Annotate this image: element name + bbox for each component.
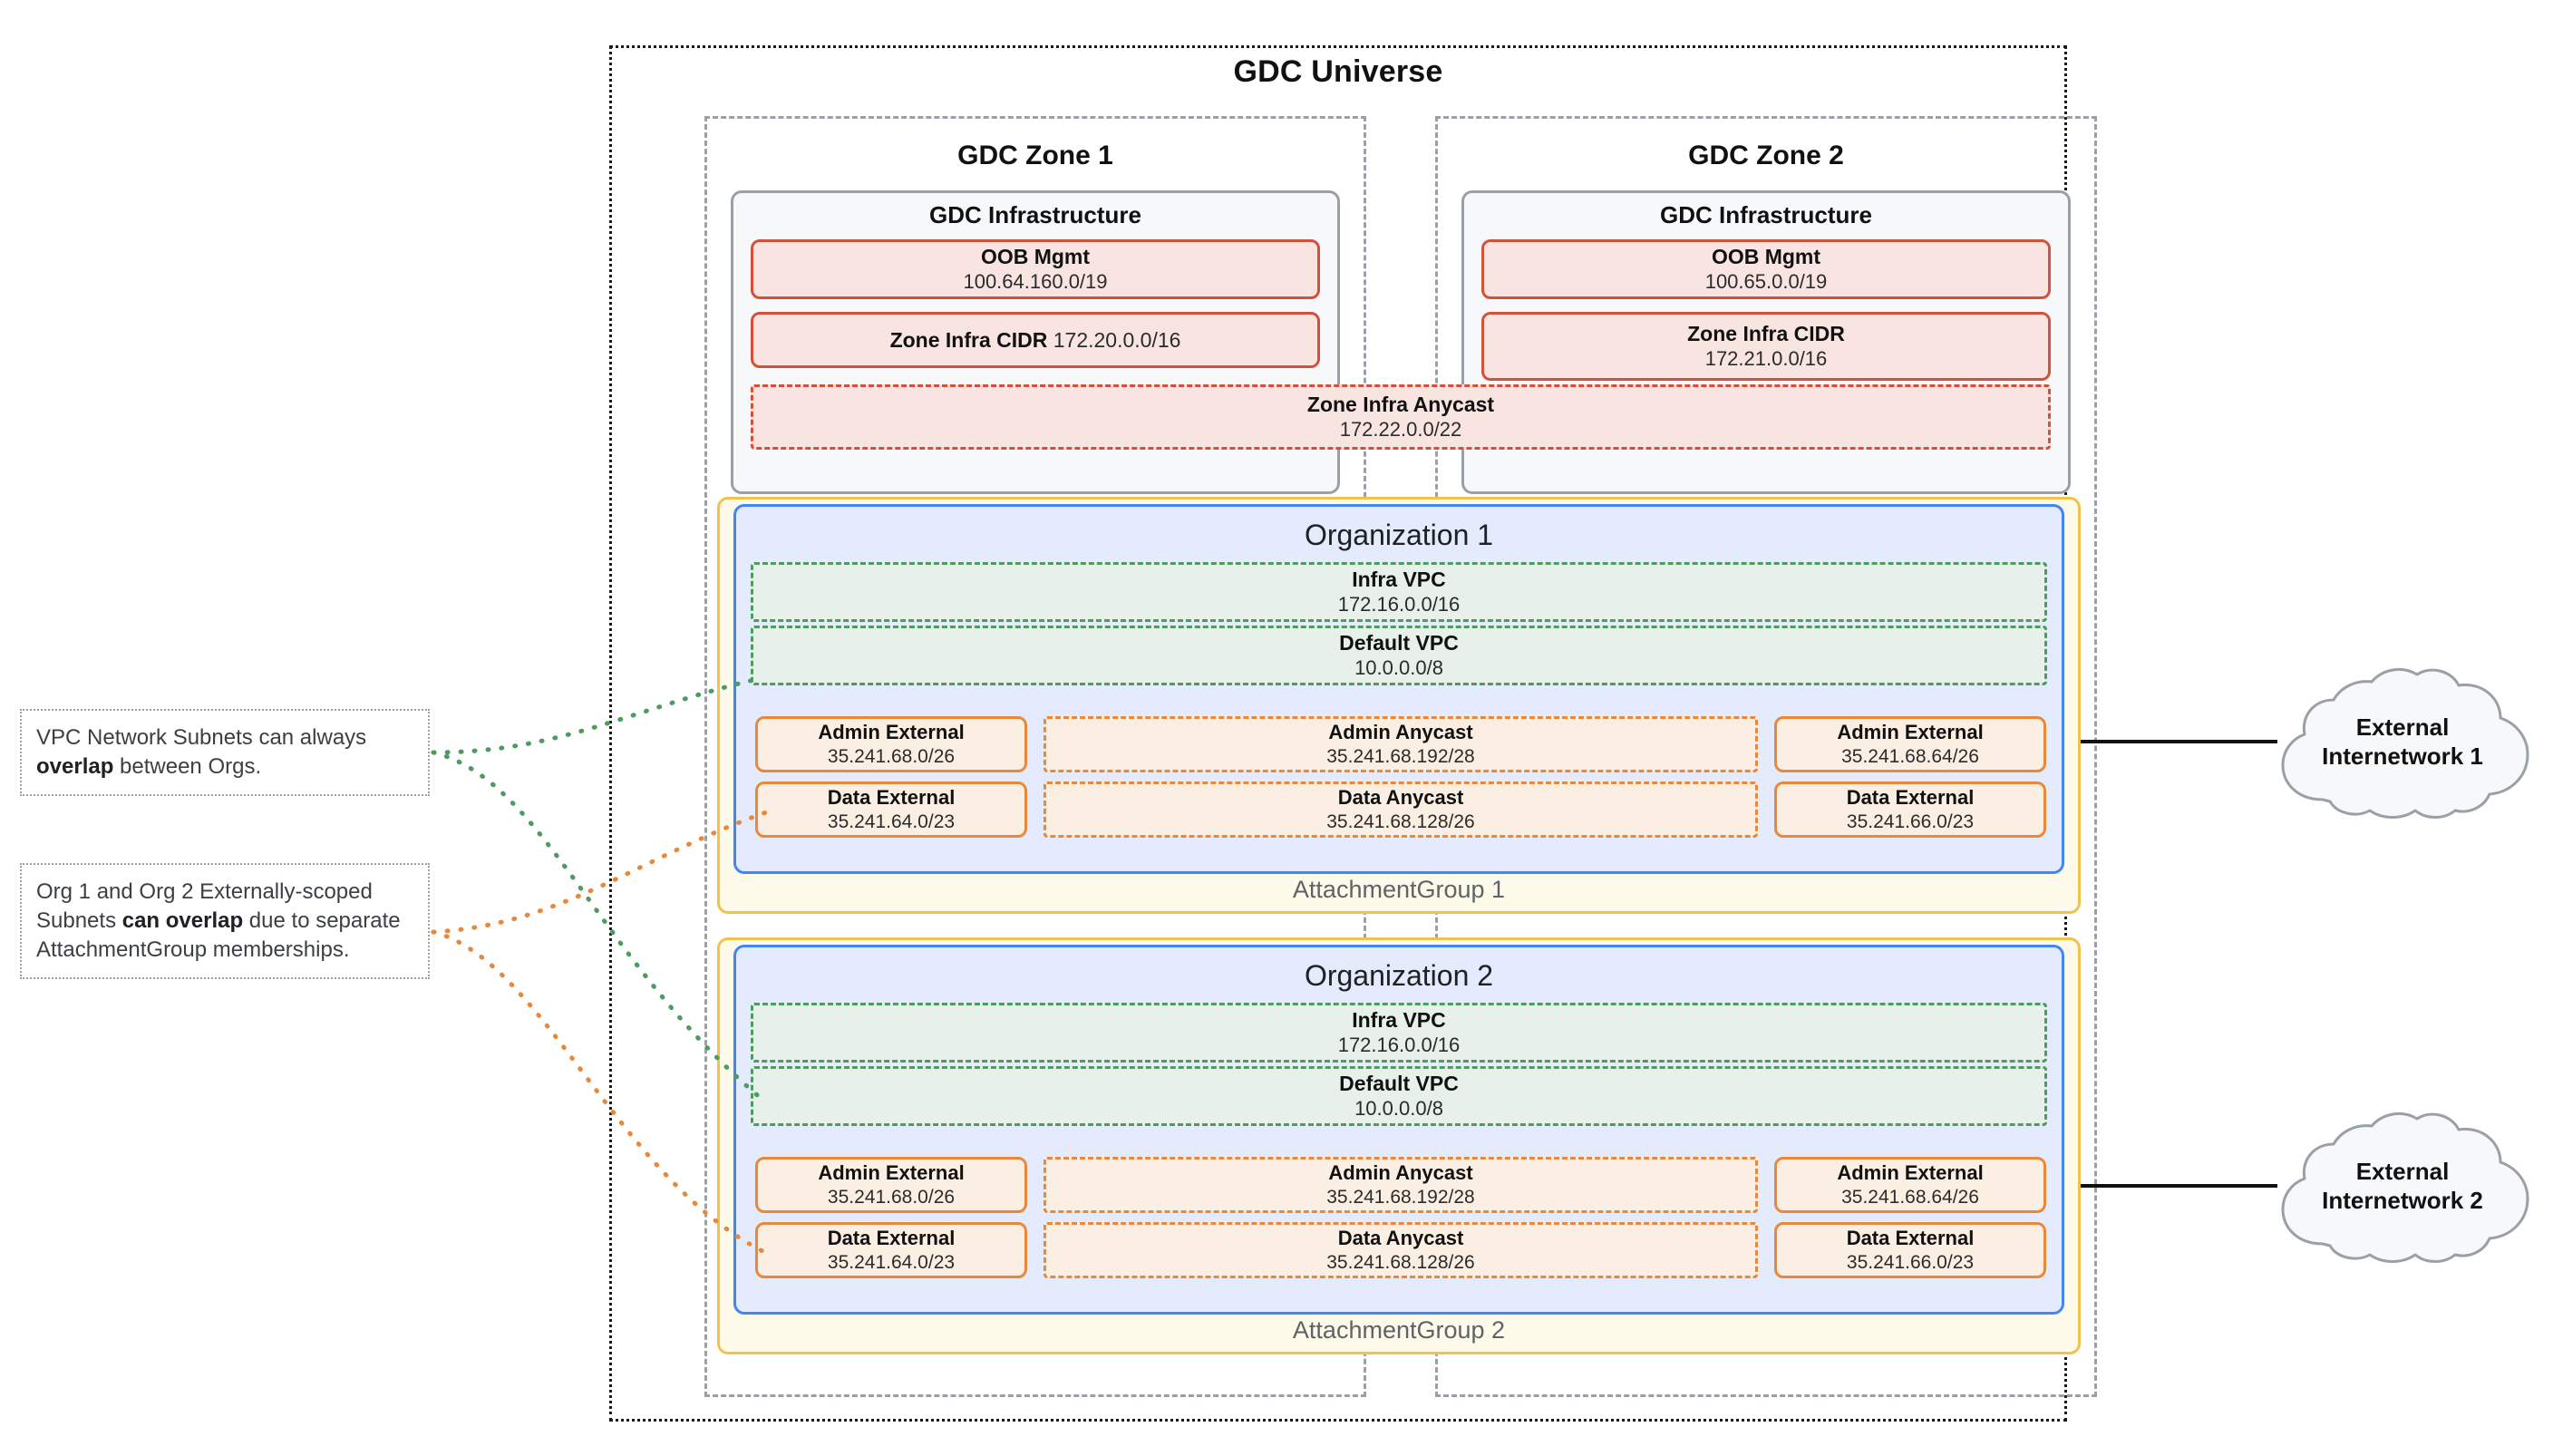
subnet-cidr: 35.241.66.0/23 (1846, 1251, 1975, 1273)
zone-1-infra-cidr-name: Zone Infra CIDR (889, 327, 1048, 352)
subnet-cidr: 35.241.68.192/28 (1326, 745, 1475, 767)
subnet-name: Admin External (818, 1161, 965, 1185)
org-1-admin-external-left-subnet: Admin External 35.241.68.0/26 (755, 716, 1027, 772)
org-1-data-anycast-subnet: Data Anycast 35.241.68.128/26 (1044, 781, 1758, 838)
subnet-cidr: 35.241.68.128/26 (1326, 811, 1475, 832)
note-2-text: Org 1 and Org 2 Externally-scoped Subnet… (36, 879, 401, 963)
subnet-cidr: 35.241.68.0/26 (827, 1186, 956, 1208)
gdc-zone-2-title: GDC Zone 2 (1688, 141, 1844, 170)
note-1-text: VPC Network Subnets can always overlap b… (36, 725, 367, 780)
subnet-name: Data Anycast (1337, 1227, 1464, 1250)
zone-1-oob-mgmt-cidr: 100.64.160.0/19 (963, 269, 1108, 293)
zone-1-infra-cidr-box: Zone Infra CIDR 172.20.0.0/16 (751, 312, 1320, 368)
org-2-data-anycast-subnet: Data Anycast 35.241.68.128/26 (1044, 1222, 1758, 1278)
zone-1-infrastructure-title: GDC Infrastructure (928, 201, 1142, 228)
org-2-data-external-left-subnet: Data External 35.241.64.0/23 (755, 1222, 1027, 1278)
org-2-admin-anycast-subnet: Admin Anycast 35.241.68.192/28 (1044, 1157, 1758, 1213)
org-1-infra-vpc-box: Infra VPC 172.16.0.0/16 (751, 562, 2047, 622)
org-2-infra-vpc-name: Infra VPC (1352, 1008, 1446, 1032)
subnet-cidr: 35.241.68.128/26 (1326, 1251, 1475, 1273)
cloud-icon (2281, 1111, 2529, 1263)
zone-2-infra-cidr-box: Zone Infra CIDR 172.21.0.0/16 (1481, 312, 2051, 381)
org-1-data-external-left-subnet: Data External 35.241.64.0/23 (755, 781, 1027, 838)
org-1-default-vpc-box: Default VPC 10.0.0.0/8 (751, 626, 2047, 685)
org-1-infra-vpc-cidr: 172.16.0.0/16 (1337, 592, 1461, 616)
zone-infra-anycast-name: Zone Infra Anycast (1306, 393, 1495, 417)
org-2-data-external-right-subnet: Data External 35.241.66.0/23 (1774, 1222, 2046, 1278)
org-1-admin-external-right-subnet: Admin External 35.241.68.64/26 (1774, 716, 2046, 772)
subnet-cidr: 35.241.64.0/23 (827, 811, 956, 832)
subnet-name: Admin External (1837, 1161, 1984, 1185)
subnet-name: Data External (1846, 1227, 1975, 1250)
organization-2-title: Organization 2 (1304, 959, 1494, 992)
zone-2-oob-mgmt-box: OOB Mgmt 100.65.0.0/19 (1481, 239, 2051, 299)
org-1-default-vpc-cidr: 10.0.0.0/8 (1354, 655, 1443, 679)
subnet-name: Data Anycast (1337, 786, 1464, 810)
subnet-name: Admin External (1837, 721, 1984, 744)
org-2-admin-external-left-subnet: Admin External 35.241.68.0/26 (755, 1157, 1027, 1213)
org-1-admin-anycast-subnet: Admin Anycast 35.241.68.192/28 (1044, 716, 1758, 772)
subnet-name: Data External (827, 786, 956, 810)
org-2-infra-vpc-cidr: 172.16.0.0/16 (1337, 1033, 1461, 1056)
org-2-default-vpc-cidr: 10.0.0.0/8 (1354, 1096, 1443, 1120)
org-2-infra-vpc-box: Infra VPC 172.16.0.0/16 (751, 1003, 2047, 1063)
gdc-universe-title: GDC Universe (1233, 54, 1443, 89)
note-external-subnet-overlap: Org 1 and Org 2 Externally-scoped Subnet… (20, 863, 430, 980)
subnet-cidr: 35.241.68.64/26 (1841, 1186, 1979, 1208)
zone-2-infra-cidr-value: 172.21.0.0/16 (1704, 346, 1828, 370)
attachment-group-2-label: AttachmentGroup 2 (1292, 1316, 1506, 1344)
zone-2-infrastructure-title: GDC Infrastructure (1659, 201, 1873, 228)
gdc-zone-1-title: GDC Zone 1 (957, 141, 1113, 170)
org-2-default-vpc-box: Default VPC 10.0.0.0/8 (751, 1066, 2047, 1126)
subnet-cidr: 35.241.68.64/26 (1841, 745, 1979, 767)
zone-1-oob-mgmt-name: OOB Mgmt (980, 245, 1091, 269)
org-1-default-vpc-name: Default VPC (1339, 631, 1459, 655)
zone-1-infra-cidr-value: 172.20.0.0/16 (1053, 327, 1181, 352)
subnet-cidr: 35.241.64.0/23 (827, 1251, 956, 1273)
org-2-default-vpc-name: Default VPC (1339, 1072, 1459, 1095)
subnet-name: Admin External (818, 721, 965, 744)
zone-2-oob-mgmt-name: OOB Mgmt (1711, 245, 1821, 269)
subnet-cidr: 35.241.68.0/26 (827, 745, 956, 767)
subnet-name: Admin Anycast (1328, 721, 1473, 744)
zone-2-oob-mgmt-cidr: 100.65.0.0/19 (1704, 269, 1828, 293)
external-internetwork-1: External Internetwork 1 (2267, 664, 2538, 820)
subnet-cidr: 35.241.66.0/23 (1846, 811, 1975, 832)
subnet-name: Data External (1846, 786, 1975, 810)
note-vpc-subnet-overlap: VPC Network Subnets can always overlap b… (20, 709, 430, 797)
external-internetwork-2: External Internetwork 2 (2267, 1108, 2538, 1264)
zone-1-oob-mgmt-box: OOB Mgmt 100.64.160.0/19 (751, 239, 1320, 299)
org-2-admin-external-right-subnet: Admin External 35.241.68.64/26 (1774, 1157, 2046, 1213)
organization-1-title: Organization 1 (1304, 519, 1494, 551)
cloud-icon (2281, 667, 2529, 819)
subnet-name: Data External (827, 1227, 956, 1250)
zone-infra-anycast-box: Zone Infra Anycast 172.22.0.0/22 (751, 384, 2051, 450)
org-1-infra-vpc-name: Infra VPC (1352, 568, 1446, 591)
subnet-cidr: 35.241.68.192/28 (1326, 1186, 1475, 1208)
zone-infra-anycast-cidr: 172.22.0.0/22 (1339, 417, 1462, 441)
attachment-group-1-label: AttachmentGroup 1 (1292, 876, 1506, 903)
org-1-data-external-right-subnet: Data External 35.241.66.0/23 (1774, 781, 2046, 838)
zone-2-infra-cidr-name: Zone Infra CIDR (1687, 322, 1845, 346)
subnet-name: Admin Anycast (1328, 1161, 1473, 1185)
